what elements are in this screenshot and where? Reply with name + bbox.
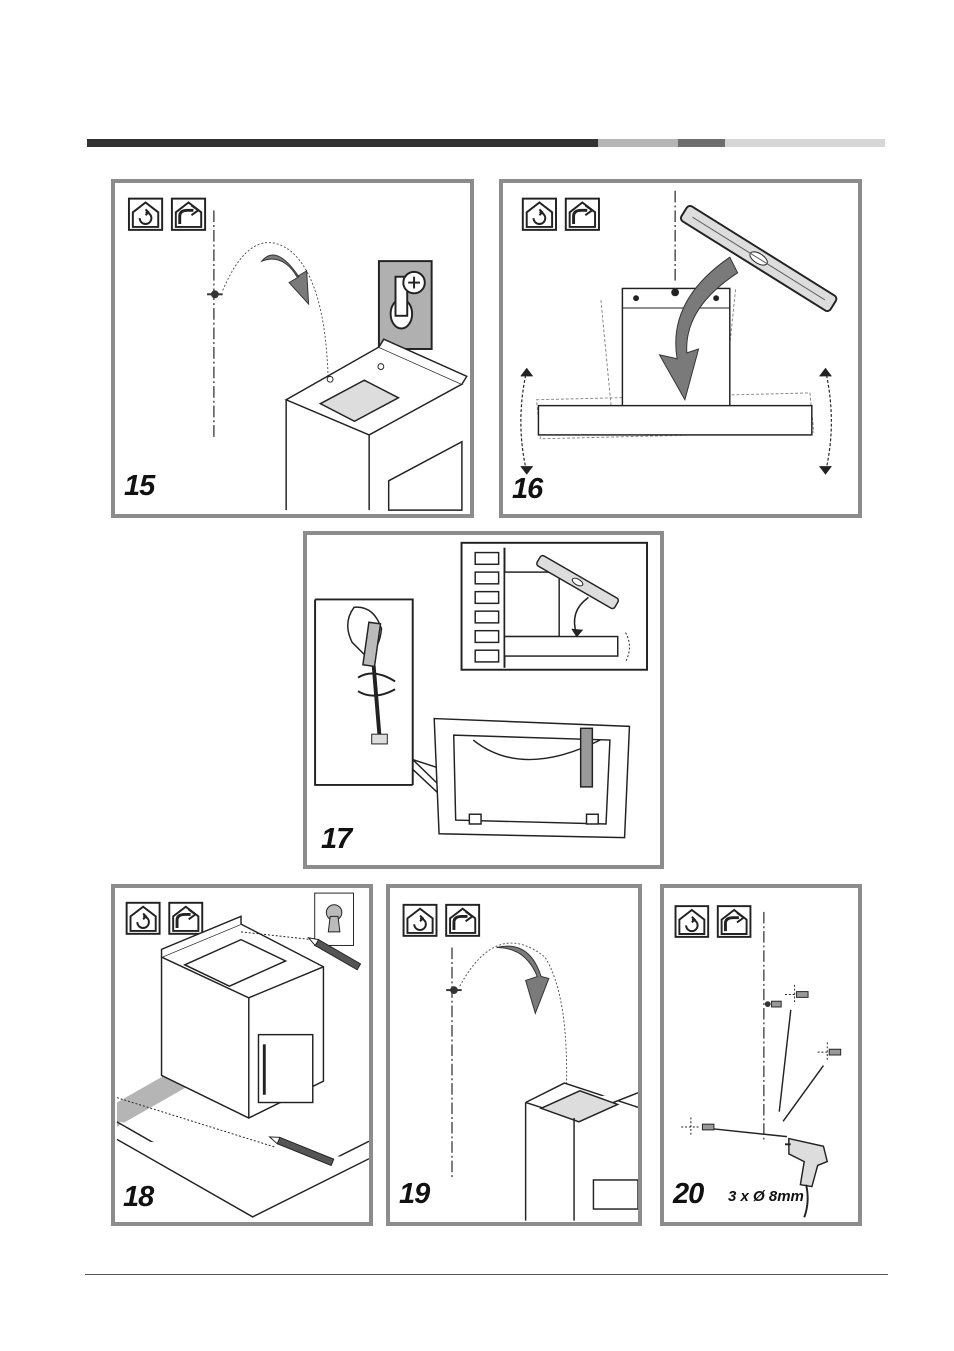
hood-canopy bbox=[538, 406, 811, 435]
header-bar-segment bbox=[725, 139, 885, 147]
wall-plug-icon bbox=[785, 985, 808, 1004]
step-15-panel: 15 bbox=[111, 179, 474, 518]
drill-icon bbox=[785, 1139, 827, 1218]
step-17-illustration bbox=[307, 535, 660, 865]
header-bar-segment bbox=[87, 139, 598, 147]
exhaust-duct-mode-icon bbox=[169, 903, 202, 934]
rotate-arrow-icon bbox=[497, 946, 549, 1013]
header-bar-segment bbox=[598, 139, 678, 147]
step-19-panel: 19 bbox=[386, 884, 642, 1226]
recirculation-mode-icon bbox=[676, 906, 709, 937]
wall-plug-icon bbox=[818, 1043, 841, 1062]
recirculation-mode-icon bbox=[129, 199, 162, 230]
header-color-bar bbox=[87, 139, 885, 147]
screw-icon bbox=[207, 290, 223, 298]
step-20-illustration bbox=[664, 888, 858, 1222]
step-number: 17 bbox=[321, 823, 351, 856]
recirculation-mode-icon bbox=[127, 903, 160, 934]
keyhole-detail-inset bbox=[379, 261, 432, 349]
wall-detail-inset bbox=[462, 543, 648, 670]
step-number: 20 bbox=[673, 1178, 703, 1211]
step-19-illustration bbox=[390, 888, 638, 1222]
exhaust-duct-mode-icon bbox=[446, 905, 479, 936]
step-17-panel: 17 bbox=[303, 531, 664, 869]
screw-icon bbox=[446, 986, 462, 994]
step-number: 18 bbox=[123, 1181, 153, 1214]
exhaust-duct-mode-icon bbox=[172, 199, 205, 230]
step-18-illustration bbox=[115, 888, 369, 1222]
step-18-panel: 18 bbox=[111, 884, 373, 1226]
drill-hole-spec: 3 x Ø 8mm bbox=[728, 1188, 804, 1205]
step-16-illustration bbox=[503, 183, 858, 514]
hood-base-frame bbox=[434, 719, 629, 838]
exhaust-duct-mode-icon bbox=[566, 199, 599, 230]
step-number: 16 bbox=[512, 473, 542, 506]
hood-body bbox=[286, 339, 467, 510]
recirculation-mode-icon bbox=[404, 905, 437, 936]
step-16-panel: 16 bbox=[499, 179, 862, 518]
keyhole-icon bbox=[315, 893, 354, 945]
wall-plug-icon bbox=[681, 1117, 714, 1136]
wall-plug-icon bbox=[765, 1001, 781, 1007]
step-20-panel: 20 3 x Ø 8mm bbox=[660, 884, 862, 1226]
screwdriver-detail-inset bbox=[315, 599, 413, 785]
recirculation-mode-icon bbox=[523, 199, 556, 230]
step-15-illustration bbox=[115, 183, 470, 514]
header-bar-segment bbox=[678, 139, 726, 147]
exhaust-duct-mode-icon bbox=[718, 906, 751, 937]
step-number: 15 bbox=[124, 470, 154, 503]
footer-rule bbox=[85, 1274, 888, 1275]
step-number: 19 bbox=[399, 1178, 429, 1211]
